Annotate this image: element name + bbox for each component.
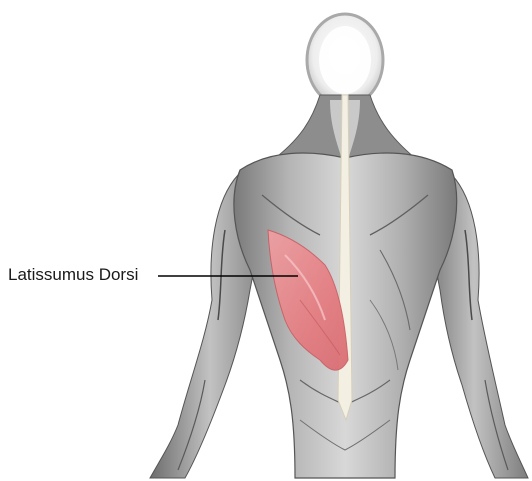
- callout-label-latissimus-dorsi: Latissumus Dorsi: [8, 265, 138, 285]
- head: [307, 14, 383, 106]
